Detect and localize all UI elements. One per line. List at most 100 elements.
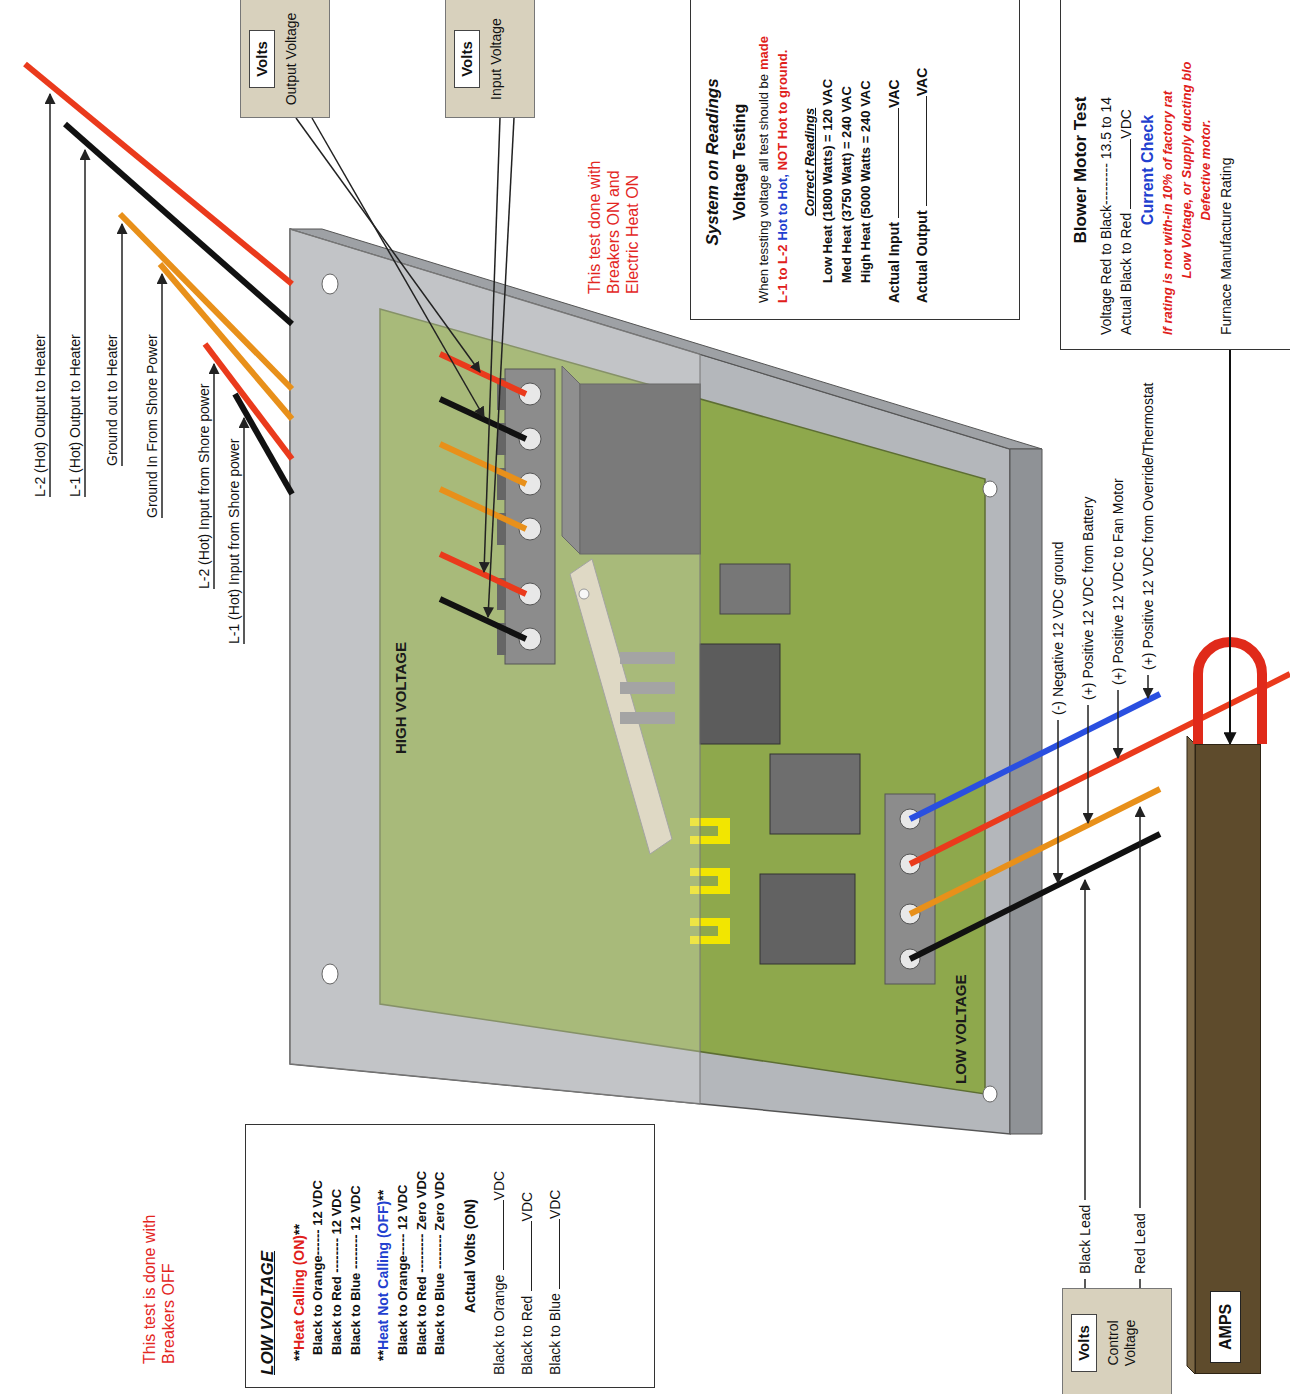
node-text: High Heat (5000 Watts = 240 VAC bbox=[858, 80, 873, 283]
clamp-ammeter: AMPS bbox=[1195, 744, 1261, 1374]
node-text: System on Readings bbox=[703, 78, 722, 245]
leader-line bbox=[1084, 1279, 1086, 1288]
control-voltmeter: VoltsControl Voltage bbox=[1062, 1288, 1172, 1394]
node-text: ** bbox=[375, 1350, 391, 1361]
text-row: Black to Red VDC bbox=[517, 1137, 537, 1375]
wire-label: (-) Negative 12 VDC ground bbox=[1050, 541, 1066, 715]
wire-label: Ground In From Shore Power bbox=[144, 334, 160, 518]
node-text: Volts bbox=[454, 30, 480, 88]
node-text: Black to Red -------- 12 VDC bbox=[329, 1189, 344, 1355]
screw-hole bbox=[983, 1086, 997, 1102]
wire-label: (+) Positive 12 VDC from Override/Thermo… bbox=[1140, 383, 1156, 670]
node-text: Voltage Red to Black--------- 13.5 to 14 bbox=[1098, 97, 1114, 335]
node-text: VDC bbox=[519, 1192, 535, 1222]
node-text: Defective motor. bbox=[1198, 119, 1213, 220]
input-voltmeter: Volts Input Voltage bbox=[445, 0, 535, 118]
text-row: High Heat (5000 Watts = 240 VAC bbox=[857, 21, 876, 303]
text-row: Actual OutputVAC bbox=[912, 21, 932, 303]
text-row: Blower Motor Test bbox=[1069, 5, 1094, 335]
node-text: Blower Motor Test bbox=[1071, 96, 1090, 243]
node-text: Heat Calling (ON) bbox=[291, 1235, 307, 1350]
node-text: Low Voltage, or Supply ducting blo bbox=[1179, 62, 1194, 279]
fill-in-blank bbox=[545, 1219, 560, 1289]
blower-test-panel: Blower Motor Test Voltage Red to Black---… bbox=[1060, 0, 1290, 350]
node-text: Black to Blue bbox=[547, 1293, 563, 1375]
leader-line bbox=[243, 418, 245, 644]
node-text: Input Voltage bbox=[488, 18, 504, 100]
wire-label: L-1 (Hot) Input from Shore power bbox=[226, 439, 242, 644]
node-text: Black to Orange bbox=[491, 1275, 507, 1375]
node-text: Black to Red bbox=[519, 1296, 535, 1375]
low-voltage-panel: LOW VOLTAGE**Heat Calling (ON)**Black to… bbox=[245, 1124, 655, 1388]
wire-label: L-2 (Hot) Input from Shore power bbox=[196, 384, 212, 589]
text-row: Correct Readings bbox=[801, 21, 820, 303]
node-text: Low Heat (1800 Watts) = 120 VAC bbox=[820, 79, 835, 283]
text-row: Control Voltage bbox=[1105, 1299, 1139, 1387]
component-block bbox=[770, 754, 860, 834]
text-row: Black to Blue -------- 12 VDC bbox=[347, 1137, 366, 1375]
text-row: Low Voltage, or Supply ducting blo bbox=[1178, 5, 1197, 335]
fill-in-blank bbox=[489, 1200, 504, 1270]
fill-in-blank bbox=[884, 108, 899, 218]
node-text: Black to Blue -------- 12 VDC bbox=[348, 1185, 363, 1355]
node-text: Correct Readings bbox=[802, 108, 817, 216]
node-text: VDC bbox=[491, 1171, 507, 1201]
text-row: Output Voltage bbox=[283, 5, 300, 113]
text-row: Input Voltage bbox=[488, 5, 505, 113]
node-text: Actual Volts (ON) bbox=[462, 1199, 478, 1313]
node-text: Black to Orange------ 12 VDC bbox=[310, 1180, 325, 1355]
node-text: Actual Input bbox=[886, 222, 902, 303]
node-text: NOT Hot to ground. bbox=[775, 50, 790, 171]
text-row: Black to Red -------- 12 VDC bbox=[328, 1137, 347, 1375]
node-text: AMPS bbox=[1210, 1291, 1241, 1363]
control-wire bbox=[910, 834, 1160, 959]
text-row: AMPS bbox=[1210, 755, 1241, 1363]
wire-label: (+) Positive 12 VDC to Fan Motor bbox=[1110, 478, 1126, 685]
text-row: Actual Black to RedVDC bbox=[1116, 5, 1136, 335]
leader-line bbox=[1117, 690, 1119, 758]
node-text: Voltage Testing bbox=[731, 104, 748, 221]
wire-stub bbox=[440, 489, 526, 529]
text-row: If rating is not with-in 10% of factory … bbox=[1159, 5, 1178, 335]
wire-stub bbox=[440, 599, 526, 639]
housing-lid bbox=[290, 229, 700, 1104]
fill-in-blank bbox=[912, 96, 927, 206]
screw-hole bbox=[322, 274, 338, 294]
wire-stub bbox=[440, 354, 526, 394]
wire-label: Black Lead bbox=[1077, 1205, 1093, 1274]
terminal-strip bbox=[505, 369, 555, 664]
text-row: Black to BlueVDC bbox=[545, 1137, 565, 1375]
node-text: ** bbox=[375, 1190, 391, 1201]
leader-line bbox=[213, 364, 215, 589]
node-text: When tessting voltage all test should be bbox=[756, 74, 771, 303]
node-text: Black to Orange----- 12 VDC bbox=[395, 1185, 410, 1355]
component-block bbox=[700, 644, 780, 744]
wire-label: Red Lead bbox=[1132, 1213, 1148, 1274]
housing-body bbox=[290, 229, 1010, 1134]
node-text: ** bbox=[291, 1350, 307, 1361]
text-row: Black to Orange------ 12 VDC bbox=[309, 1137, 328, 1375]
power-wire bbox=[65, 124, 292, 324]
text-row: Voltage Testing bbox=[728, 21, 751, 303]
text-row: System on Readings bbox=[701, 21, 726, 303]
terminal-strip bbox=[885, 794, 935, 984]
meter-lead bbox=[312, 118, 484, 417]
zone-label: LOW VOLTAGE bbox=[952, 975, 969, 1084]
wire-stub bbox=[440, 444, 526, 484]
leader-line bbox=[1139, 1279, 1141, 1288]
leader-line bbox=[161, 274, 163, 518]
leader-line bbox=[1084, 880, 1086, 1200]
node-text: Control Voltage bbox=[1105, 1320, 1138, 1367]
test-condition-note: This test is done with Breakers OFF bbox=[140, 1214, 178, 1364]
text-row: Actual Volts (ON) bbox=[460, 1137, 480, 1375]
leader-line bbox=[84, 150, 86, 497]
text-row: Black to Red --------- Zero VDC bbox=[413, 1137, 432, 1375]
node-text: Actual Output bbox=[914, 210, 930, 303]
component-block bbox=[720, 564, 790, 614]
zone-label: HIGH VOLTAGE bbox=[392, 642, 409, 754]
text-row: Volts bbox=[249, 5, 275, 113]
node-text: Output Voltage bbox=[283, 13, 299, 106]
node-text: Heat Not Calling (OFF) bbox=[375, 1201, 391, 1350]
screw-hole bbox=[322, 964, 338, 984]
node-text: Volts bbox=[249, 30, 275, 88]
